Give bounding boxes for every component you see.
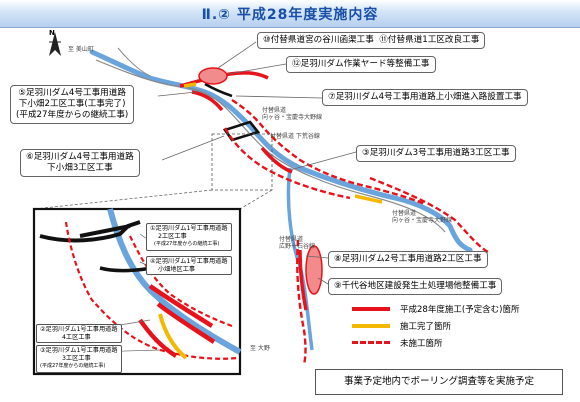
label-road-1: 付替県道 [262,107,287,114]
inset-3-line2: 3工区工事 [62,354,91,362]
red-route-solid-3 [260,146,293,174]
inset-3-line1: ③足羽川ダム1号工事用道路 [40,347,118,354]
inset-label-4: ④足羽川ダム1号工事用道路 小畑地区工事 [146,256,232,276]
red-route-lower [223,127,351,200]
inset-label-3: ③足羽川ダム1号工事用道路 3工区工事 (平成27年度からの継続工事) [36,345,122,373]
inset-2-line2: 4工区工事 [62,333,91,341]
existing-road [95,59,446,233]
callout-6-line2: 下小畑3工区工事 [47,163,113,173]
red-route-main [231,99,426,206]
north-arrow-icon [49,32,61,56]
callout-5-line3: (平成27年度からの継続工事) [16,110,129,120]
yellow-completed [354,194,383,204]
callout-12: ⑫足羽川ダム作業ヤード等整備工事 [286,56,436,73]
river [89,49,473,253]
legend-dashed-label: 未施工箇所 [400,339,443,349]
callout-6-line1: ⑥足羽川ダム4号工事用道路 [26,152,134,162]
callout-9: ⑨千代谷地区建設発生土処理場他整備工事 [328,278,503,295]
inset-4-line1: ④足羽川ダム1号工事用道路 [150,258,228,265]
callout-6: ⑥足羽川ダム4号工事用道路 下小畑3工区工事 [20,149,140,177]
inset-2-line1: ②足羽川ダム1号工事用道路 [40,326,118,333]
legend: 平成28年度施工(予定含む)箇所 施工完了箇所 未施工箇所 [346,301,578,357]
callout-10-11: ⑩付替県道宮の谷川函渠工事 ⑪付替県道1工区改良工事 [257,32,486,49]
red-route-south-solid [298,249,308,311]
red-route-dashed-east [369,176,489,254]
inset-label-1: ①足羽川ダム1号工事用道路 2工区工事 (平成27年度からの継続工事) [146,223,232,251]
callout-5: ⑤足羽川ダム4号工事用道路 下小畑2工区工事(工事完了) (平成27年度からの継… [10,85,135,124]
title-bar [0,0,580,28]
callout-11: ⑪付替県道1工区改良工事 [379,35,480,45]
inset-focus-box [211,133,273,191]
inset-label-2: ②足羽川ダム1号工事用道路 4工区工事 [36,324,122,344]
yard-area [198,67,228,85]
inset-1-sub: (平成27年度からの継続工事) [154,241,220,248]
map-canvas [32,41,489,376]
boring-survey-note: 事業予定地内でボーリング調査等を実施予定 [315,369,563,395]
legend-swatch-yellow [352,324,390,328]
label-road-4: 付替県道 [279,236,304,243]
north-label: N [49,29,55,37]
page-title: Ⅱ.② 平成28年度実施内容 [201,7,379,23]
red-route-4 [191,90,224,112]
legend-swatch-dashed [352,341,390,344]
legend-red-label: 平成28年度施工(予定含む)箇所 [400,305,520,315]
inset-3-sub: (平成27年度からの継続工事) [40,363,106,370]
inset-4-line2: 小畑地区工事 [158,265,196,273]
callout-3: ③足羽川ダム3号工事用道路3工区工事 [356,145,516,162]
legend-swatch-red [352,307,390,311]
label-to-ono: 至 大野 [250,345,270,352]
legend-yellow-label: 施工完了箇所 [400,322,452,332]
label-road-3: 付替県道 [392,210,417,217]
black-road [204,82,233,98]
callout-5-line1: ⑤足羽川ダム4号工事用道路 [18,88,126,98]
callout-5-line2: 下小畑2工区工事(工事完了) [18,99,126,109]
red-route-south-dashed [296,239,307,366]
disposal-area [305,245,323,295]
callout-8: ⑧足羽川ダム2号工事用道路2工区工事 [328,251,488,268]
existing-road-2 [117,47,151,77]
label-road-1b: 向ヶ谷・宝慶寺大野線 [262,114,323,121]
label-to-miyama: 至 美山町 [68,46,94,53]
label-road-3b: 向ヶ谷・宝慶寺大野線 [392,217,453,224]
label-road-4b: 広野十石谷線 [279,243,316,250]
callout-7: ⑦足羽川ダム4号工事用道路上小畑進入路設置工事 [322,89,528,106]
inset-1-line1: ①足羽川ダム1号工事用道路 [150,225,228,232]
label-road-2: 付替県道 下荒谷線 [270,133,320,140]
callout-10: ⑩付替県道宮の谷川函渠工事 [263,35,374,45]
inset-1-line2: 2工区工事 [158,232,187,240]
yellow-completed-2 [183,82,197,88]
